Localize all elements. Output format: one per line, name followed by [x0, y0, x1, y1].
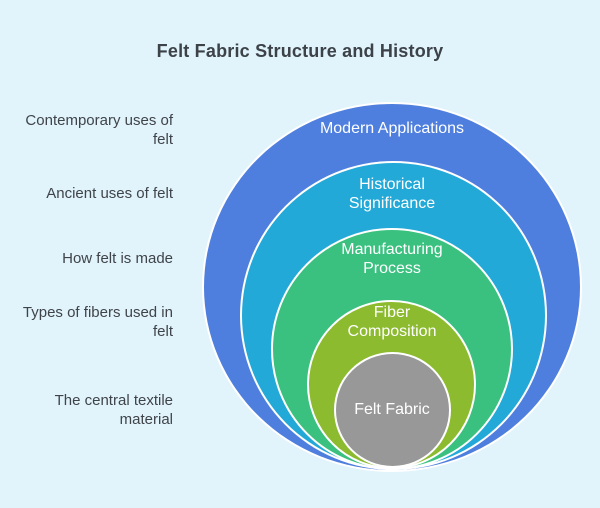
side-label-how-felt-is-made: How felt is made — [62, 250, 173, 267]
side-label-central-textile: The central textile material — [54, 392, 173, 428]
ring-label-modern-applications: Modern Applications — [319, 120, 465, 137]
side-label-ancient-uses: Ancient uses of felt — [46, 185, 173, 202]
side-label-contemporary-uses: Contemporary uses of felt — [25, 112, 173, 148]
ring-label-felt-fabric: Felt Fabric — [354, 401, 430, 418]
page-title: Felt Fabric Structure and History — [156, 41, 444, 61]
ring-label-historical-significance: Historical Significance — [348, 176, 436, 212]
ring-felt-fabric — [334, 352, 451, 468]
ring-label-manufacturing-process: Manufacturing Process — [341, 241, 443, 277]
ring-label-fiber-composition: Fiber Composition — [347, 304, 437, 340]
side-label-types-of-fibers: Types of fibers used in felt — [22, 304, 173, 340]
